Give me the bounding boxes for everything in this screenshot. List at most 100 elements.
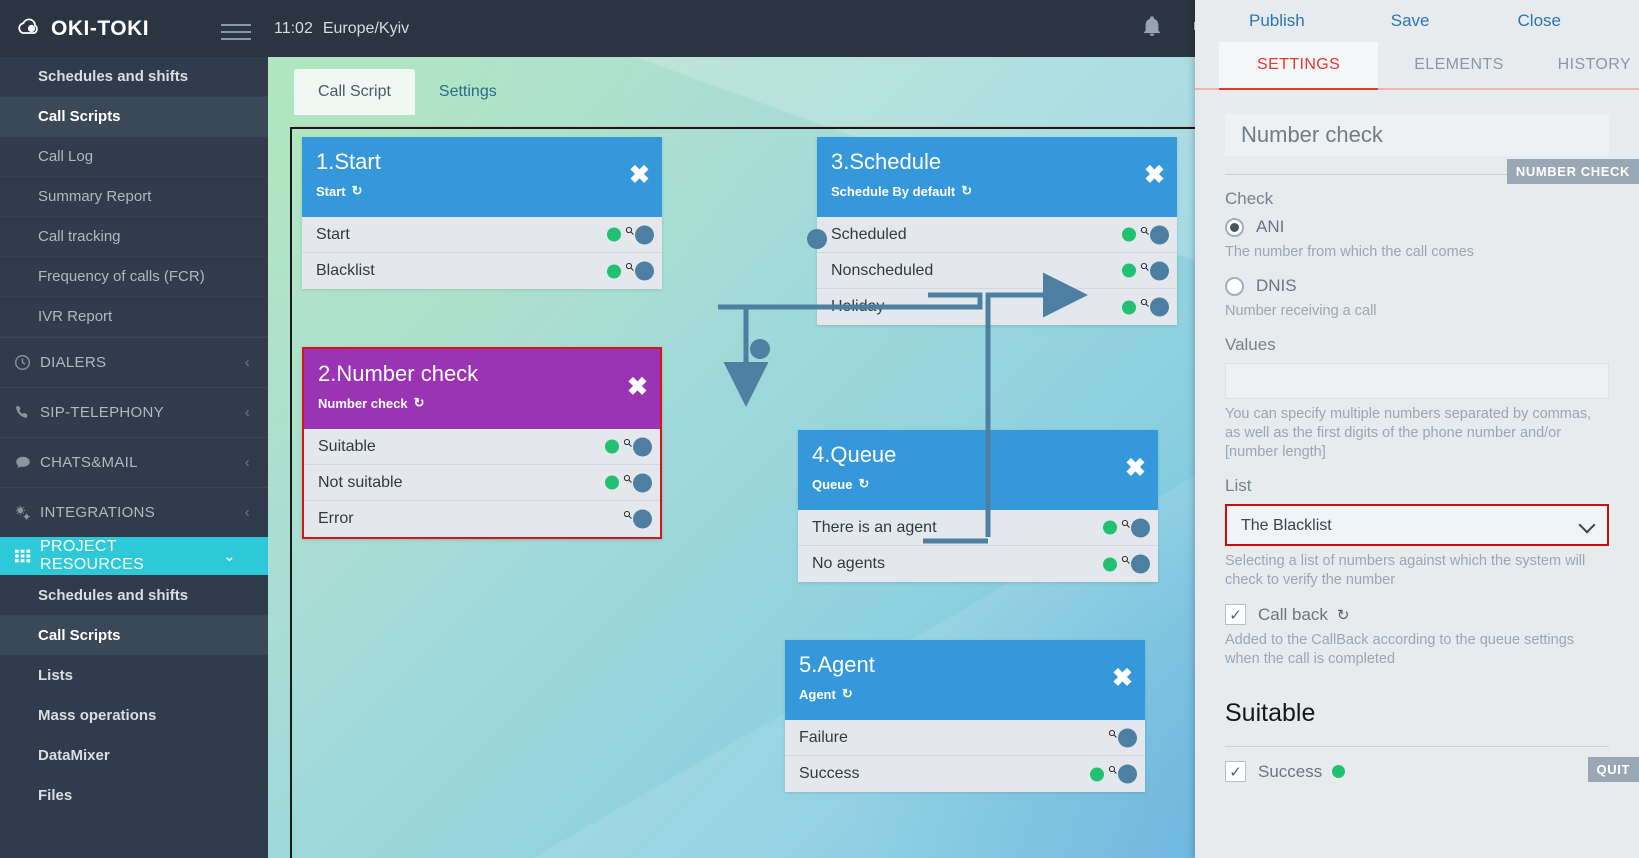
node-output-port[interactable]: ⚲ bbox=[1102, 553, 1150, 574]
output-connector-handle[interactable] bbox=[1150, 297, 1169, 317]
node-output-row[interactable]: Success⚲ bbox=[785, 756, 1145, 792]
output-connector-handle[interactable] bbox=[1150, 261, 1169, 280]
node-output-port[interactable]: ⚲ bbox=[1121, 260, 1169, 280]
radio-dnis[interactable]: DNIS bbox=[1225, 276, 1609, 296]
output-connector-handle[interactable] bbox=[633, 437, 652, 456]
node-output-port[interactable]: ⚲ bbox=[604, 436, 652, 456]
sidebar-subitem-lists[interactable]: Lists bbox=[0, 655, 268, 695]
node-output-port[interactable]: ⚲ bbox=[606, 224, 654, 244]
list-select[interactable]: The Blacklist bbox=[1227, 506, 1607, 544]
divider-2 bbox=[1225, 746, 1609, 747]
chevron-left-icon[interactable]: ‹ bbox=[244, 454, 250, 471]
sidebar-subitem-schedules-and-shifts[interactable]: Schedules and shifts bbox=[0, 575, 268, 615]
node-output-port[interactable]: ⚲ bbox=[1121, 224, 1169, 244]
chevron-left-icon[interactable]: ‹ bbox=[244, 354, 250, 371]
sidebar-item-call-log[interactable]: Call Log bbox=[0, 137, 268, 177]
success-checkbox[interactable]: ✓ bbox=[1225, 761, 1246, 782]
chevron-left-icon[interactable]: ‹ bbox=[244, 504, 250, 521]
tab-history[interactable]: HISTORY bbox=[1557, 56, 1632, 73]
element-title-input[interactable] bbox=[1225, 114, 1609, 156]
success-checkbox-row[interactable]: ✓ Success bbox=[1225, 761, 1609, 782]
sidebar-subitem-datamixer[interactable]: DataMixer bbox=[0, 735, 268, 775]
timezone-label: Europe/Kyiv bbox=[322, 19, 410, 37]
node-output-row[interactable]: Blacklist⚲ bbox=[302, 253, 662, 289]
node-output-row[interactable]: Start⚲ bbox=[302, 217, 662, 253]
values-input[interactable] bbox=[1225, 363, 1609, 399]
node-output-port[interactable]: ⚲ bbox=[1106, 727, 1137, 747]
sync-icon: ↻ bbox=[841, 686, 853, 701]
node-output-row[interactable]: Suitable⚲ bbox=[304, 429, 660, 465]
node-output-row[interactable]: No agents⚲ bbox=[798, 546, 1158, 582]
sidebar-subitem-label: Mass operations bbox=[38, 706, 157, 724]
chevron-left-icon[interactable]: ‹ bbox=[244, 404, 250, 421]
canvas-tab-settings[interactable]: Settings bbox=[438, 83, 497, 100]
sidebar-subitem-call-scripts[interactable]: Call Scripts bbox=[0, 615, 268, 655]
chevron-down-icon[interactable]: ⌄ bbox=[223, 548, 236, 565]
node-subtitle: Start bbox=[316, 183, 346, 199]
output-connector-handle[interactable] bbox=[1118, 728, 1137, 747]
save-button[interactable]: Save bbox=[1390, 11, 1430, 30]
sidebar-item-schedules-and-shifts[interactable]: Schedules and shifts bbox=[0, 57, 268, 97]
values-hint: You can specify multiple numbers separat… bbox=[1225, 406, 1592, 460]
close-icon[interactable]: ✖ bbox=[1144, 161, 1165, 189]
sidebar-item-summary-report[interactable]: Summary Report bbox=[0, 177, 268, 217]
node-output-port[interactable]: ⚲ bbox=[1121, 296, 1169, 317]
publish-button[interactable]: Publish bbox=[1249, 11, 1305, 30]
node-output-row[interactable]: Nonscheduled⚲ bbox=[817, 253, 1177, 289]
output-connector-handle[interactable] bbox=[1150, 225, 1169, 244]
inport-schedule[interactable] bbox=[807, 229, 827, 249]
output-connector-handle[interactable] bbox=[1131, 518, 1150, 537]
close-button[interactable]: Close bbox=[1517, 11, 1561, 30]
sidebar-group-dialers[interactable]: DIALERS‹ bbox=[0, 337, 268, 387]
radio-ani[interactable]: ANI bbox=[1225, 217, 1609, 237]
tab-elements[interactable]: ELEMENTS bbox=[1414, 56, 1504, 73]
node-output-row[interactable]: Scheduled⚲ bbox=[817, 217, 1177, 253]
list-select-wrapper[interactable]: The Blacklist bbox=[1225, 504, 1609, 546]
node-output-row[interactable]: Failure⚲ bbox=[785, 720, 1145, 756]
sidebar-group-sip-telephony[interactable]: SIP-TELEPHONY‹ bbox=[0, 387, 268, 437]
node-title: 1.Start bbox=[316, 149, 381, 174]
hamburger-menu-icon[interactable] bbox=[221, 19, 251, 45]
output-connector-handle[interactable] bbox=[633, 509, 652, 529]
node-output-port[interactable]: ⚲ bbox=[1089, 763, 1137, 784]
output-connector-handle[interactable] bbox=[1118, 764, 1137, 784]
node-subtitle: Number check bbox=[318, 395, 408, 411]
sidebar-item-frequency-of-calls-fcr[interactable]: Frequency of calls (FCR) bbox=[0, 257, 268, 297]
output-connector-handle[interactable] bbox=[635, 225, 654, 244]
node-output-port[interactable]: ⚲ bbox=[604, 472, 652, 492]
node-output-row[interactable]: Error⚲ bbox=[304, 501, 660, 537]
bell-icon[interactable] bbox=[1140, 14, 1164, 45]
node-title: 3.Schedule bbox=[831, 149, 942, 174]
node-output-row[interactable]: Not suitable⚲ bbox=[304, 465, 660, 501]
output-connector-handle[interactable] bbox=[1131, 554, 1150, 574]
sidebar-group-integrations[interactable]: INTEGRATIONS‹ bbox=[0, 487, 268, 537]
node-output-port[interactable]: ⚲ bbox=[621, 508, 652, 529]
canvas-tab-call-script[interactable]: Call Script bbox=[294, 69, 415, 115]
close-icon[interactable]: ✖ bbox=[629, 161, 650, 189]
sidebar-item-call-scripts[interactable]: Call Scripts bbox=[0, 97, 268, 137]
sidebar-group-project-resources[interactable]: PROJECT RESOURCES⌄ bbox=[0, 537, 268, 575]
sidebar-item-call-tracking[interactable]: Call tracking bbox=[0, 217, 268, 257]
inport-number-check[interactable] bbox=[750, 339, 770, 359]
sidebar-subitem-mass-operations[interactable]: Mass operations bbox=[0, 695, 268, 735]
callback-checkbox[interactable]: ✓ bbox=[1225, 604, 1246, 625]
close-icon[interactable]: ✖ bbox=[1125, 454, 1146, 482]
sidebar-item-ivr-report[interactable]: IVR Report bbox=[0, 297, 268, 337]
node-output-port[interactable]: ⚲ bbox=[606, 260, 654, 281]
radio-ani-indicator[interactable] bbox=[1225, 217, 1244, 237]
sidebar-subitem-files[interactable]: Files bbox=[0, 775, 268, 815]
output-connector-handle[interactable] bbox=[635, 261, 654, 281]
callback-checkbox-row[interactable]: ✓ Call back ↻ bbox=[1225, 604, 1609, 625]
close-icon[interactable]: ✖ bbox=[1112, 664, 1133, 692]
tab-settings[interactable]: SETTINGS bbox=[1219, 42, 1379, 90]
node-output-port[interactable]: ⚲ bbox=[1102, 517, 1150, 537]
tab-underline bbox=[294, 126, 1474, 127]
close-icon[interactable]: ✖ bbox=[627, 373, 648, 401]
radio-dnis-indicator[interactable] bbox=[1225, 276, 1244, 296]
sidebar-group-chats-mail[interactable]: CHATS&MAIL‹ bbox=[0, 437, 268, 487]
output-connector-handle[interactable] bbox=[633, 473, 652, 492]
